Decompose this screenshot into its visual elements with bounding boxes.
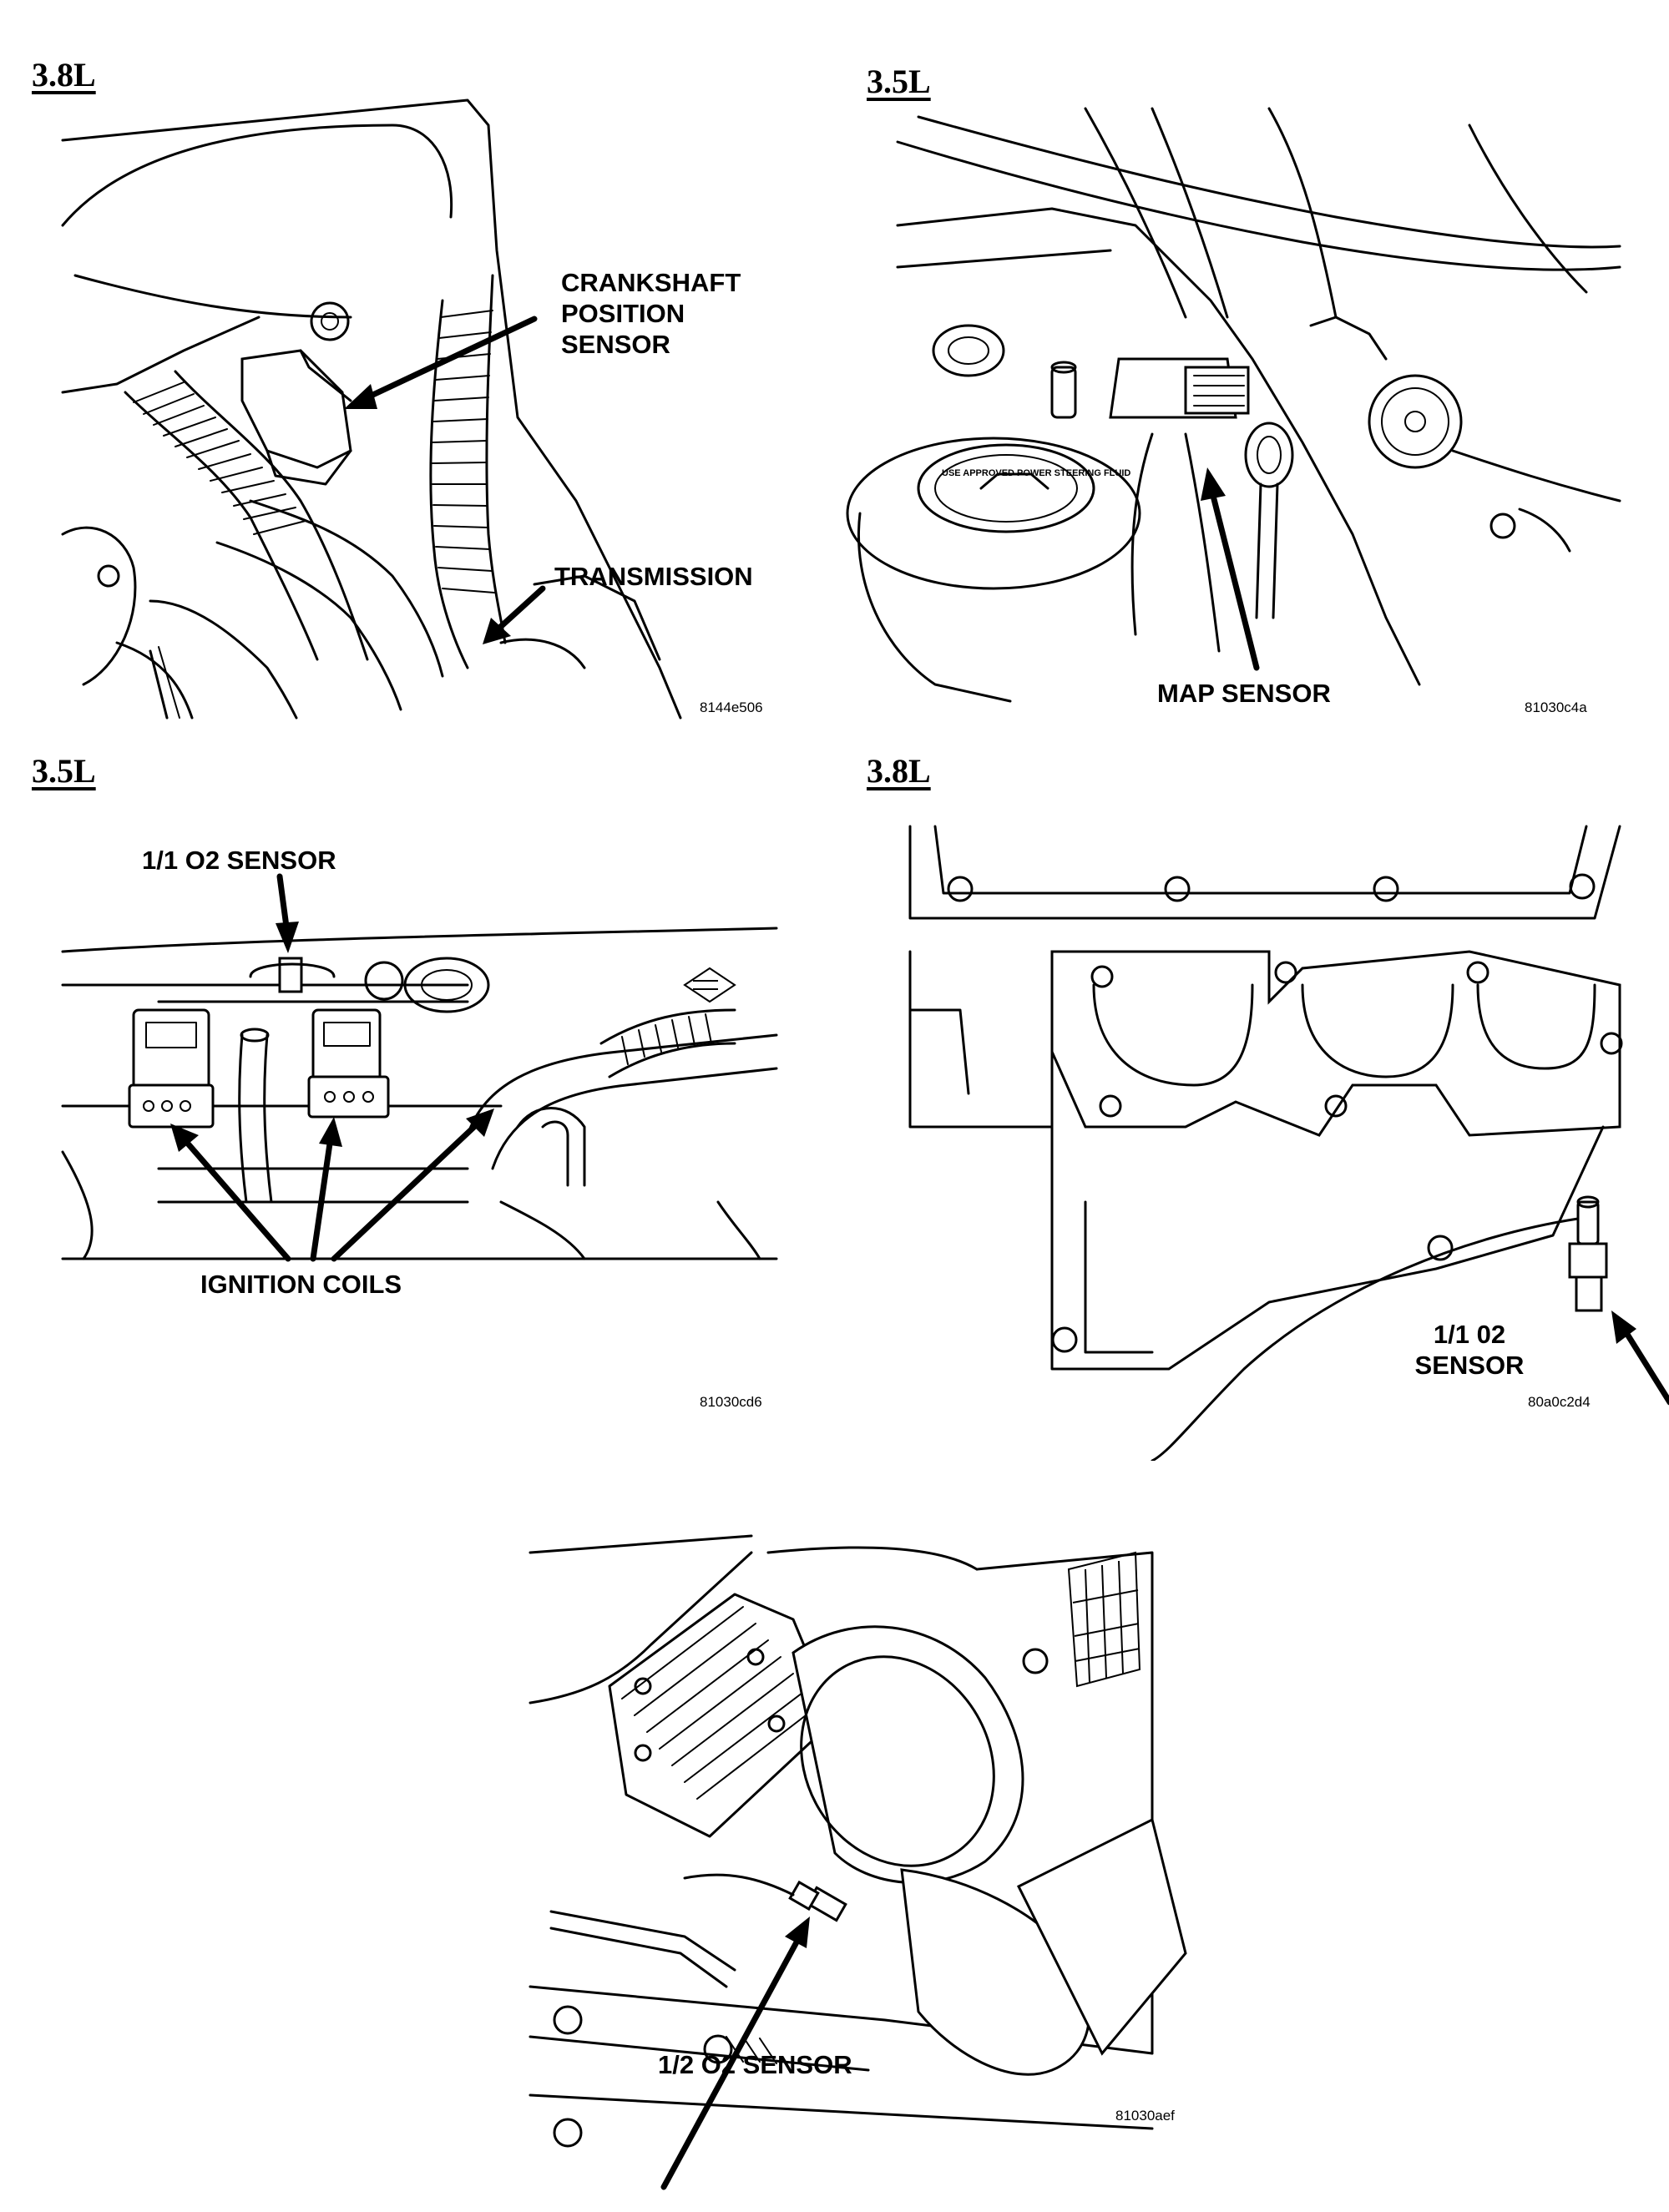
engine-label: 3.5L: [32, 752, 96, 790]
underbody-illustration: [529, 1534, 1187, 2190]
figure-id: 81030c4a: [1525, 699, 1587, 715]
callout-crankshaft-position-sensor: CRANKSHAFT POSITION SENSOR: [561, 268, 741, 359]
callout-map-sensor: MAP SENSOR: [1157, 679, 1331, 708]
cap-text: USE APPROVED POWER STEERING FLUID: [942, 468, 1130, 478]
panel-exhaust-o2-sensor: 3.8L 1/1 02: [835, 735, 1669, 1461]
engine-label: 3.8L: [867, 752, 931, 790]
panel-downstream-o2-sensor: 1/2 O2 SENSOR 81030aef: [518, 1519, 1202, 2212]
figure-id: 81030cd6: [700, 1394, 762, 1410]
exhaust-manifold-illustration: [908, 825, 1669, 1461]
figure-id: 80a0c2d4: [1528, 1394, 1591, 1410]
callout-transmission: TRANSMISSION: [554, 562, 753, 591]
map-sensor-illustration: USE APPROVED POWER STEERING FLUID: [846, 107, 1621, 703]
callout-o2-sensor-1-2: 1/2 O2 SENSOR: [658, 2050, 852, 2079]
callout-ignition-coils: IGNITION COILS: [200, 1270, 402, 1299]
panel-map-sensor: 3.5L USE APPROVED POWER STEERING FLUID: [835, 0, 1669, 735]
callout-o2-sensor-1-1: 1/1 O2 SENSOR: [142, 846, 336, 875]
crankshaft-sensor-illustration: [61, 98, 682, 720]
figure-id: 8144e506: [700, 699, 763, 715]
engine-label: 3.5L: [867, 63, 931, 100]
callout-o2-sensor-1-1-manifold: 1/1 02 SENSOR: [1414, 1320, 1525, 1380]
ignition-coils-illustration: [61, 873, 778, 1262]
figure-id: 81030aef: [1115, 2108, 1175, 2124]
panel-ignition-coils: 3.5L: [0, 735, 835, 1461]
panel-crankshaft-sensor: 3.8L: [0, 0, 835, 735]
engine-label: 3.8L: [32, 56, 96, 93]
